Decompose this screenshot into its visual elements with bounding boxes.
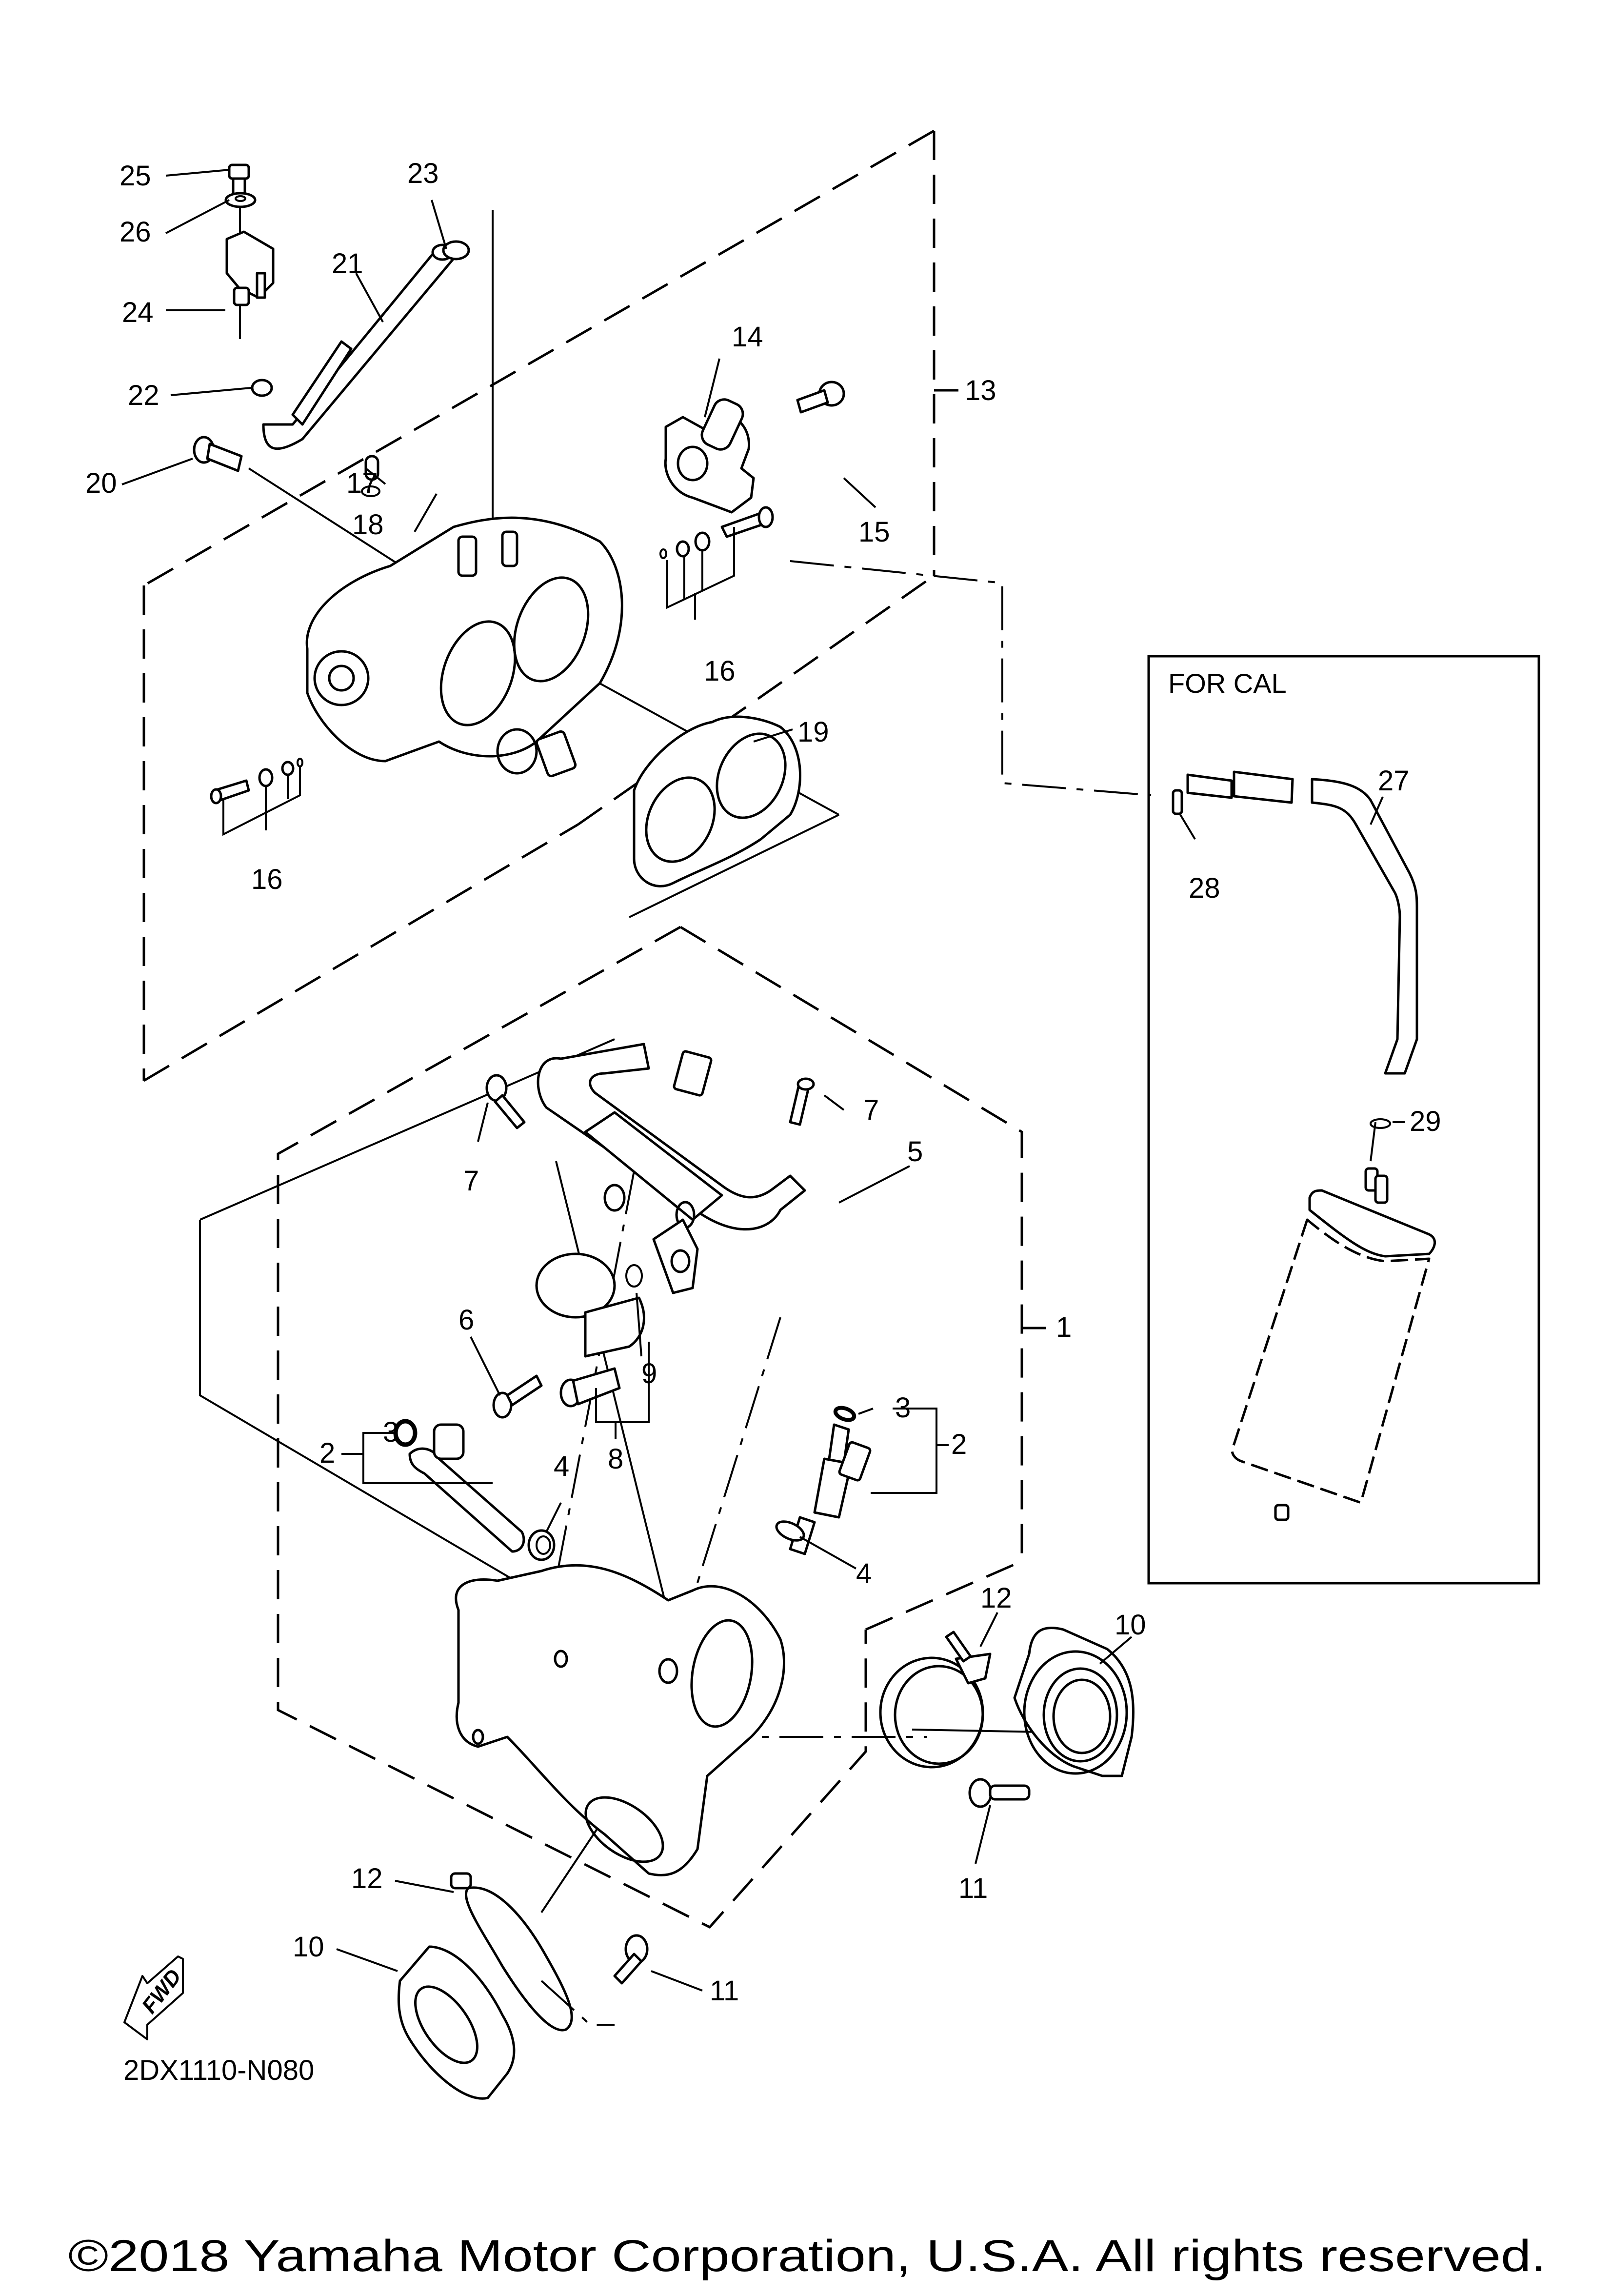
part-3-injector-o-ring-right[interactable] (833, 1406, 856, 1422)
callout-3-left[interactable]: 3 (383, 1416, 398, 1448)
callout-29[interactable]: 29 (1410, 1106, 1441, 1137)
part-11-joint-bolt-lower[interactable] (613, 1934, 649, 1985)
part-10-intake-joint-right[interactable] (1013, 1627, 1135, 1777)
callout-16-upper[interactable]: 16 (704, 655, 736, 687)
callout-22[interactable]: 22 (128, 380, 159, 411)
part-4-injector-seal-right[interactable] (774, 1518, 807, 1544)
part-2-fuel-injector-left[interactable] (408, 1423, 525, 1553)
copyright-notice: ©2018 Yamaha Motor Corporation, U.S.A. A… (68, 2231, 1546, 2281)
callout-27[interactable]: 27 (1378, 765, 1410, 797)
part-22-hose-clip[interactable] (251, 379, 273, 397)
part-18-clip[interactable] (361, 485, 380, 497)
part-4-injector-seal-left[interactable] (527, 1529, 556, 1561)
part-7-delivery-pipe-bolt-right[interactable] (789, 1077, 815, 1126)
callout-14[interactable]: 14 (732, 321, 763, 353)
callout-21[interactable]: 21 (332, 248, 363, 280)
callout-23[interactable]: 23 (407, 158, 439, 189)
callout-12-lower[interactable]: 12 (351, 1863, 383, 1894)
part-14-throttle-position-sensor[interactable] (664, 396, 755, 514)
callout-2-right[interactable]: 2 (951, 1429, 967, 1460)
callout-24[interactable]: 24 (122, 297, 154, 328)
callout-18[interactable]: 18 (352, 509, 384, 541)
callout-10-lower[interactable]: 10 (293, 1931, 324, 1963)
charcoal-canister[interactable] (1231, 1167, 1436, 1521)
part-21-vacuum-hose[interactable] (262, 243, 455, 450)
for-cal-inset (1147, 655, 1540, 1585)
callout-13[interactable]: 13 (965, 375, 996, 406)
callout-2-left[interactable]: 2 (319, 1437, 335, 1469)
callout-19[interactable]: 19 (797, 716, 829, 748)
part-26-washer[interactable] (224, 192, 257, 208)
part-15-sensor-screw[interactable] (796, 381, 845, 414)
part-1-intake-manifold[interactable] (455, 1564, 785, 1876)
callout-labels: 25 26 24 22 23 21 20 17 18 14 13 15 16 1… (85, 158, 1441, 2007)
part-24-intake-pressure-sensor[interactable] (225, 230, 275, 306)
callout-4-left[interactable]: 4 (554, 1450, 569, 1482)
part-17-cap[interactable] (364, 455, 379, 481)
part-16-idle-screw-set-lower[interactable] (210, 758, 303, 836)
callout-5[interactable]: 5 (907, 1136, 923, 1168)
callout-11-lower[interactable]: 11 (710, 1975, 739, 2007)
fwd-arrow: FWD (123, 1955, 186, 2040)
callout-4-right[interactable]: 4 (856, 1558, 872, 1590)
for-cal-label: FOR CAL (1168, 668, 1287, 699)
part-28-hose-clip[interactable] (1172, 789, 1183, 815)
callout-25[interactable]: 25 (119, 160, 151, 192)
part-3-injector-o-ring-left[interactable] (393, 1419, 418, 1447)
part-13-throttle-body[interactable] (305, 516, 623, 778)
callout-15[interactable]: 15 (858, 516, 890, 548)
callout-26[interactable]: 26 (119, 216, 151, 248)
part-8-pressure-regulator[interactable] (535, 1252, 650, 1439)
part-5-fuel-delivery-pipe[interactable] (537, 1043, 806, 1294)
part-6-pressure-regulator-bolt[interactable] (492, 1374, 543, 1419)
callout-8[interactable]: 8 (608, 1443, 623, 1475)
part-29-hose-clip[interactable] (1370, 1118, 1391, 1129)
callout-10-right[interactable]: 10 (1115, 1609, 1146, 1641)
callout-12-right[interactable]: 12 (980, 1582, 1012, 1614)
part-12-hose-clamp-right[interactable] (879, 1631, 992, 1769)
callout-7-right[interactable]: 7 (863, 1094, 879, 1126)
throttle-body-group-outline (142, 129, 958, 1082)
callout-leaders (121, 169, 1405, 1992)
part-7-delivery-pipe-bolt-left[interactable] (485, 1074, 526, 1129)
part-23-hose-clip[interactable] (442, 240, 470, 261)
part-10-intake-joint-lower[interactable] (397, 1945, 516, 2100)
callout-20[interactable]: 20 (85, 467, 117, 499)
callout-17[interactable]: 17 (346, 467, 378, 499)
callout-3-right[interactable]: 3 (895, 1392, 911, 1424)
diagram-code: 2DX1110-N080 (123, 2054, 314, 2086)
part-27-canister-hose[interactable] (1186, 770, 1418, 1075)
callout-16-lower[interactable]: 16 (251, 864, 283, 895)
part-11-joint-bolt-right[interactable] (968, 1778, 1031, 1808)
part-16-idle-screw-set-upper[interactable] (659, 506, 774, 620)
callout-1[interactable]: 1 (1056, 1311, 1072, 1343)
callout-6[interactable]: 6 (458, 1304, 474, 1336)
part-12-hose-clamp-lower[interactable] (450, 1872, 573, 2032)
part-9-regulator-o-ring[interactable] (625, 1264, 643, 1288)
callout-9[interactable]: 9 (641, 1358, 657, 1390)
part-19-throttle-body-gasket[interactable] (633, 715, 801, 887)
manifold-group-outline (277, 926, 1046, 1929)
part-20-throttle-body-bolt[interactable] (193, 436, 243, 472)
callout-7-left[interactable]: 7 (463, 1165, 479, 1197)
callout-28[interactable]: 28 (1189, 872, 1220, 904)
part-2-fuel-injector-right[interactable] (789, 1423, 872, 1555)
callout-11-right[interactable]: 11 (958, 1873, 988, 1904)
